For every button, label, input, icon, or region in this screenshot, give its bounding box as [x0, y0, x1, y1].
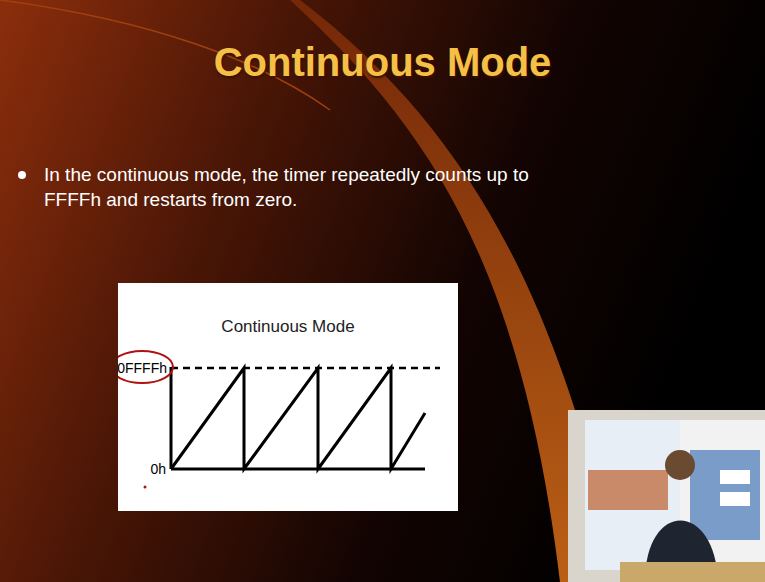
bullet-text: In the continuous mode, the timer repeat…	[44, 162, 544, 212]
y-axis	[170, 367, 173, 469]
zero-label: 0h	[150, 461, 166, 477]
annotation-circle	[118, 351, 173, 383]
x-axis	[171, 468, 425, 471]
max-dashed-line	[171, 367, 440, 370]
sawtooth-wave	[171, 368, 425, 469]
graph-title: Continuous Mode	[118, 317, 458, 337]
annotation-dot	[144, 486, 147, 489]
presenter-video	[568, 410, 765, 582]
graph-panel: Continuous Mode 0FFFFh 0h	[118, 283, 458, 511]
slide-title: Continuous Mode	[0, 40, 765, 85]
max-value-label: 0FFFFh	[117, 360, 167, 376]
bullet-dot	[18, 171, 26, 179]
